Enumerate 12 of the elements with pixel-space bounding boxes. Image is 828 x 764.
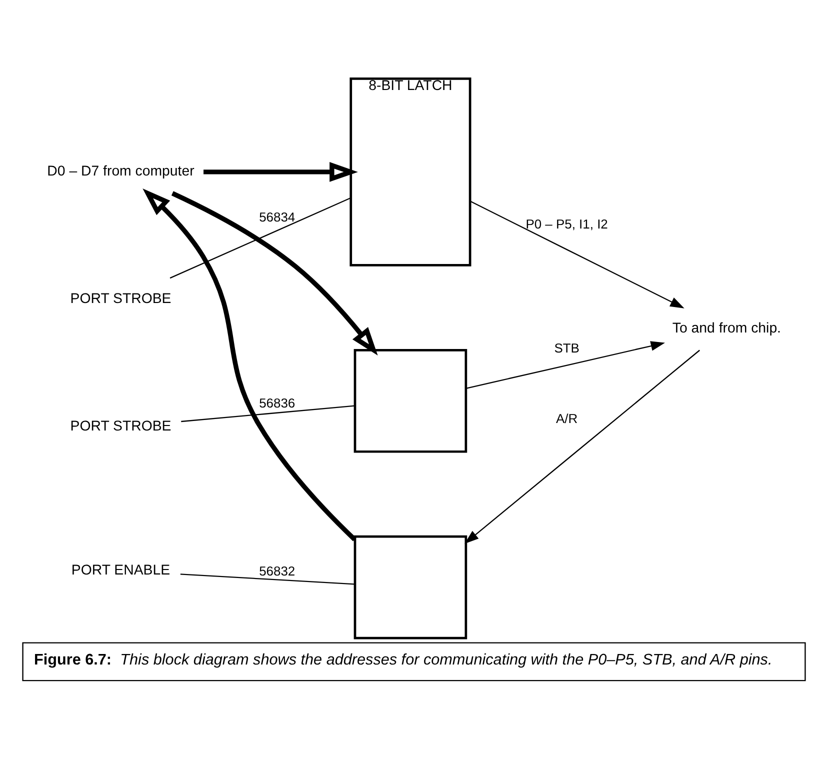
edge-label: 56832 xyxy=(259,563,296,578)
node-text: PORT STROBE xyxy=(70,418,172,434)
node-text: PORT ENABLE xyxy=(71,562,170,578)
edge-label: P0 – P5, I1, I2 xyxy=(526,216,608,232)
caption: Figure 6.7: This block diagram shows the addresses for communicating with the P0–P5, STB, and A/R pins. xyxy=(34,652,772,669)
node-text: D0 – D7 from computer xyxy=(47,164,194,180)
edge-label: A/R xyxy=(556,411,578,426)
node-text: To and from chip. xyxy=(672,320,782,337)
node-text: PORT STROBE xyxy=(70,291,172,308)
edge-label: STB xyxy=(554,340,580,356)
edge-label: 56836 xyxy=(259,396,296,411)
edge-label: 56834 xyxy=(259,209,296,224)
